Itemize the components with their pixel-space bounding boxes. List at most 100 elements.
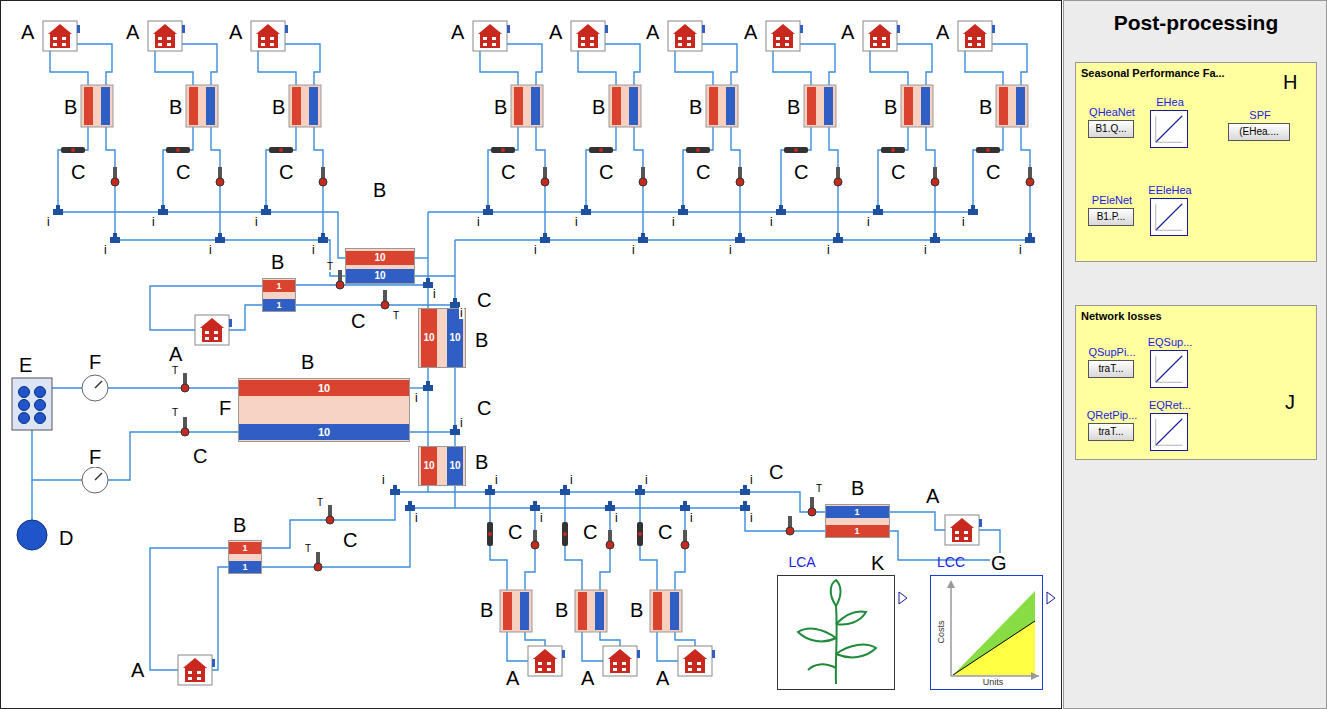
pressure-gauge [82,375,108,401]
tee-stub [543,233,547,238]
house-window [62,37,66,40]
pipe-line [605,44,640,85]
temperature-sensor [808,497,816,516]
plant-icon [778,576,894,689]
pipe-line [702,44,737,85]
pipe-model: 1010 [418,446,466,486]
node-text: 1 [242,543,247,553]
tee-stub [488,485,492,490]
house-window [785,37,789,40]
pipe-line [58,212,345,258]
gauge-needle [95,473,102,480]
house-port [702,25,705,33]
plant-cell [35,400,46,411]
house-window [53,37,57,40]
hx-hot [904,87,913,125]
tee-junction [423,278,433,288]
callout-letter: C [582,522,598,542]
house-roof [868,24,892,34]
house-frame [148,21,182,51]
hx-body [650,590,682,632]
valve-symbol [784,147,808,153]
house-window [167,37,171,40]
house-body [870,34,890,48]
temperature-sensor [319,167,327,186]
valve-seat [638,532,642,536]
tee-junction [215,233,225,243]
sensor-bulb [931,178,939,186]
valve-body [269,147,293,153]
diagram-frame [1,1,1062,709]
gauge-face [82,375,108,401]
sensor-bulb [736,178,744,186]
house-window [687,43,691,46]
output-port [1047,592,1055,604]
sensor-bulb [606,541,614,549]
house-window [977,37,981,40]
house-icon [603,646,640,676]
block-group: Seasonal Performance Fa...QHeaNetB1.Q...… [1075,62,1317,262]
node-text: 1 [276,300,281,310]
house-window [964,531,968,534]
callout-letter: D [58,528,74,548]
tee-stub [161,205,165,210]
valve-symbol [491,147,515,153]
integrator-block: EHea [1150,110,1188,148]
tee-junction [261,205,271,215]
pipe-line [266,127,296,212]
house-frame [528,646,562,676]
house-window [613,668,617,671]
house-port [229,319,232,327]
callout-letter: B [883,97,898,117]
hx-hot [189,87,198,125]
callout-letter: i [46,216,51,228]
tee-stub [426,278,430,283]
house-frame [43,21,77,51]
house-body [965,34,985,48]
node-text: PEleNet [1092,194,1132,207]
tee-stub [486,205,490,210]
house-window [964,537,968,540]
callout-letter: i [254,216,259,228]
cost-low [953,621,1035,675]
callout-letter: T [304,544,312,554]
house-frame [945,515,979,545]
house-window [785,43,789,46]
pipe-line [150,548,228,670]
node-text: EQRet... [1149,399,1191,412]
valve-body [487,522,493,546]
house-port [800,25,803,33]
house-window [590,43,594,46]
house-window [955,531,959,534]
callout-letter: T [392,311,400,321]
house-roof [153,24,177,34]
tee-stub [608,501,612,506]
house-window [261,37,265,40]
tee-stub [426,381,430,386]
callout-letter: A [580,668,595,688]
house-window [270,43,274,46]
tee-junction [740,501,750,511]
signal-block: PEleNetB1.P... [1088,208,1134,226]
node-text: Post-processing [1114,11,1279,35]
callout-letter: C [476,290,492,310]
house-window [882,37,886,40]
hx-cold [1016,87,1025,125]
signal-block: QSupPi...traT... [1088,360,1134,378]
callout-letter: H [1282,72,1298,92]
house-roof [608,649,632,659]
sensor-bulb [181,384,189,392]
temperature-sensor [336,270,344,289]
callout-letter: i [826,244,831,256]
callout-letter: C [342,530,358,550]
callout-letter: C [793,162,809,182]
pipe-line [507,44,542,85]
axis-arrow [947,580,1039,680]
tee-junction [483,205,493,215]
house-frame [178,655,212,685]
plant-cell [19,400,30,411]
sensor-bulb [681,541,689,549]
integrator-symbol [1151,414,1187,450]
callout-letter: A [840,22,855,42]
tee-junction [833,233,843,243]
